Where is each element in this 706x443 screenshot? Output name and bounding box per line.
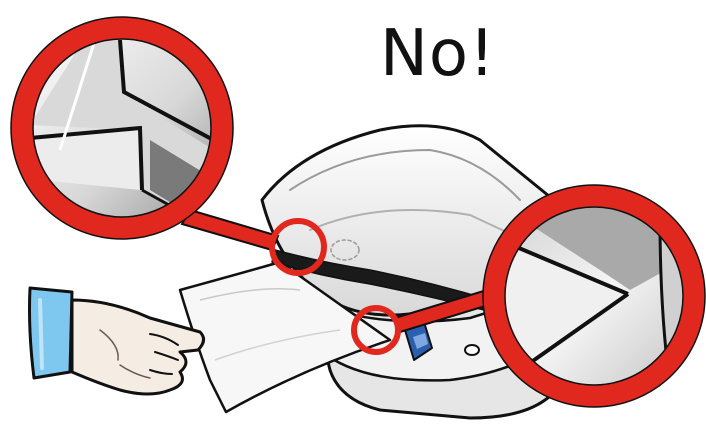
left-callout-connector bbox=[182, 210, 278, 250]
warning-caption: No! bbox=[380, 22, 496, 86]
hand-holding-paper bbox=[30, 288, 204, 394]
left-magnified-callout bbox=[11, 17, 324, 273]
indicator-light bbox=[465, 345, 479, 355]
hand bbox=[72, 300, 204, 394]
sleeve-cuff bbox=[30, 288, 73, 378]
